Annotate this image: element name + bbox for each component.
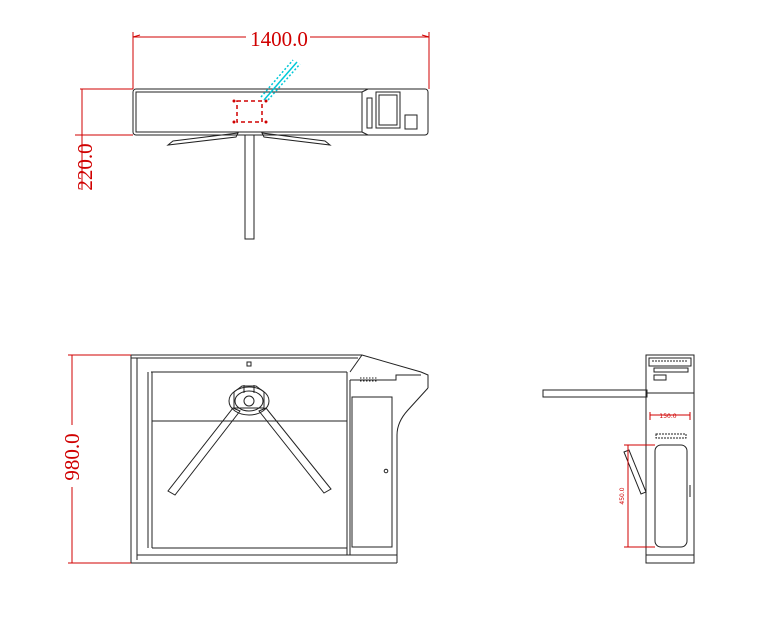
sensor-target bbox=[236, 100, 263, 123]
side-view bbox=[542, 354, 695, 564]
display-screen bbox=[375, 91, 401, 129]
card-slot bbox=[366, 97, 373, 129]
top-lock bbox=[246, 361, 252, 367]
arm-left-top bbox=[166, 132, 239, 146]
side-arm bbox=[542, 389, 648, 398]
dim-top-width-label: 1400.0 bbox=[250, 27, 308, 51]
service-door bbox=[351, 396, 393, 548]
front-arm-left bbox=[167, 407, 241, 496]
side-panel bbox=[654, 444, 688, 548]
sensor-beam bbox=[260, 59, 301, 101]
side-head bbox=[645, 354, 695, 394]
side-vent bbox=[655, 433, 687, 439]
sensor-dots bbox=[232, 99, 268, 124]
side-small-width-label: 150.0 bbox=[659, 413, 676, 420]
front-arm-right bbox=[258, 407, 332, 494]
top-view-inner-panel bbox=[135, 91, 363, 133]
dim-top-width-bg bbox=[246, 28, 310, 48]
dim-front-height-bg bbox=[62, 425, 82, 487]
tripod-hub bbox=[228, 386, 270, 416]
dim-top-depth bbox=[75, 88, 133, 190]
dim-front-height-label: 980.0 bbox=[60, 433, 84, 480]
reader-button bbox=[404, 114, 418, 130]
side-dims bbox=[624, 412, 691, 548]
door-lock bbox=[383, 468, 389, 474]
side-small-height-label: 450.0 bbox=[619, 487, 626, 504]
dim-top-depth-label: 220.0 bbox=[73, 143, 97, 190]
front-view bbox=[130, 354, 429, 564]
arm-center-top bbox=[244, 134, 255, 240]
top-view bbox=[132, 88, 429, 240]
arm-right-top bbox=[261, 132, 332, 146]
